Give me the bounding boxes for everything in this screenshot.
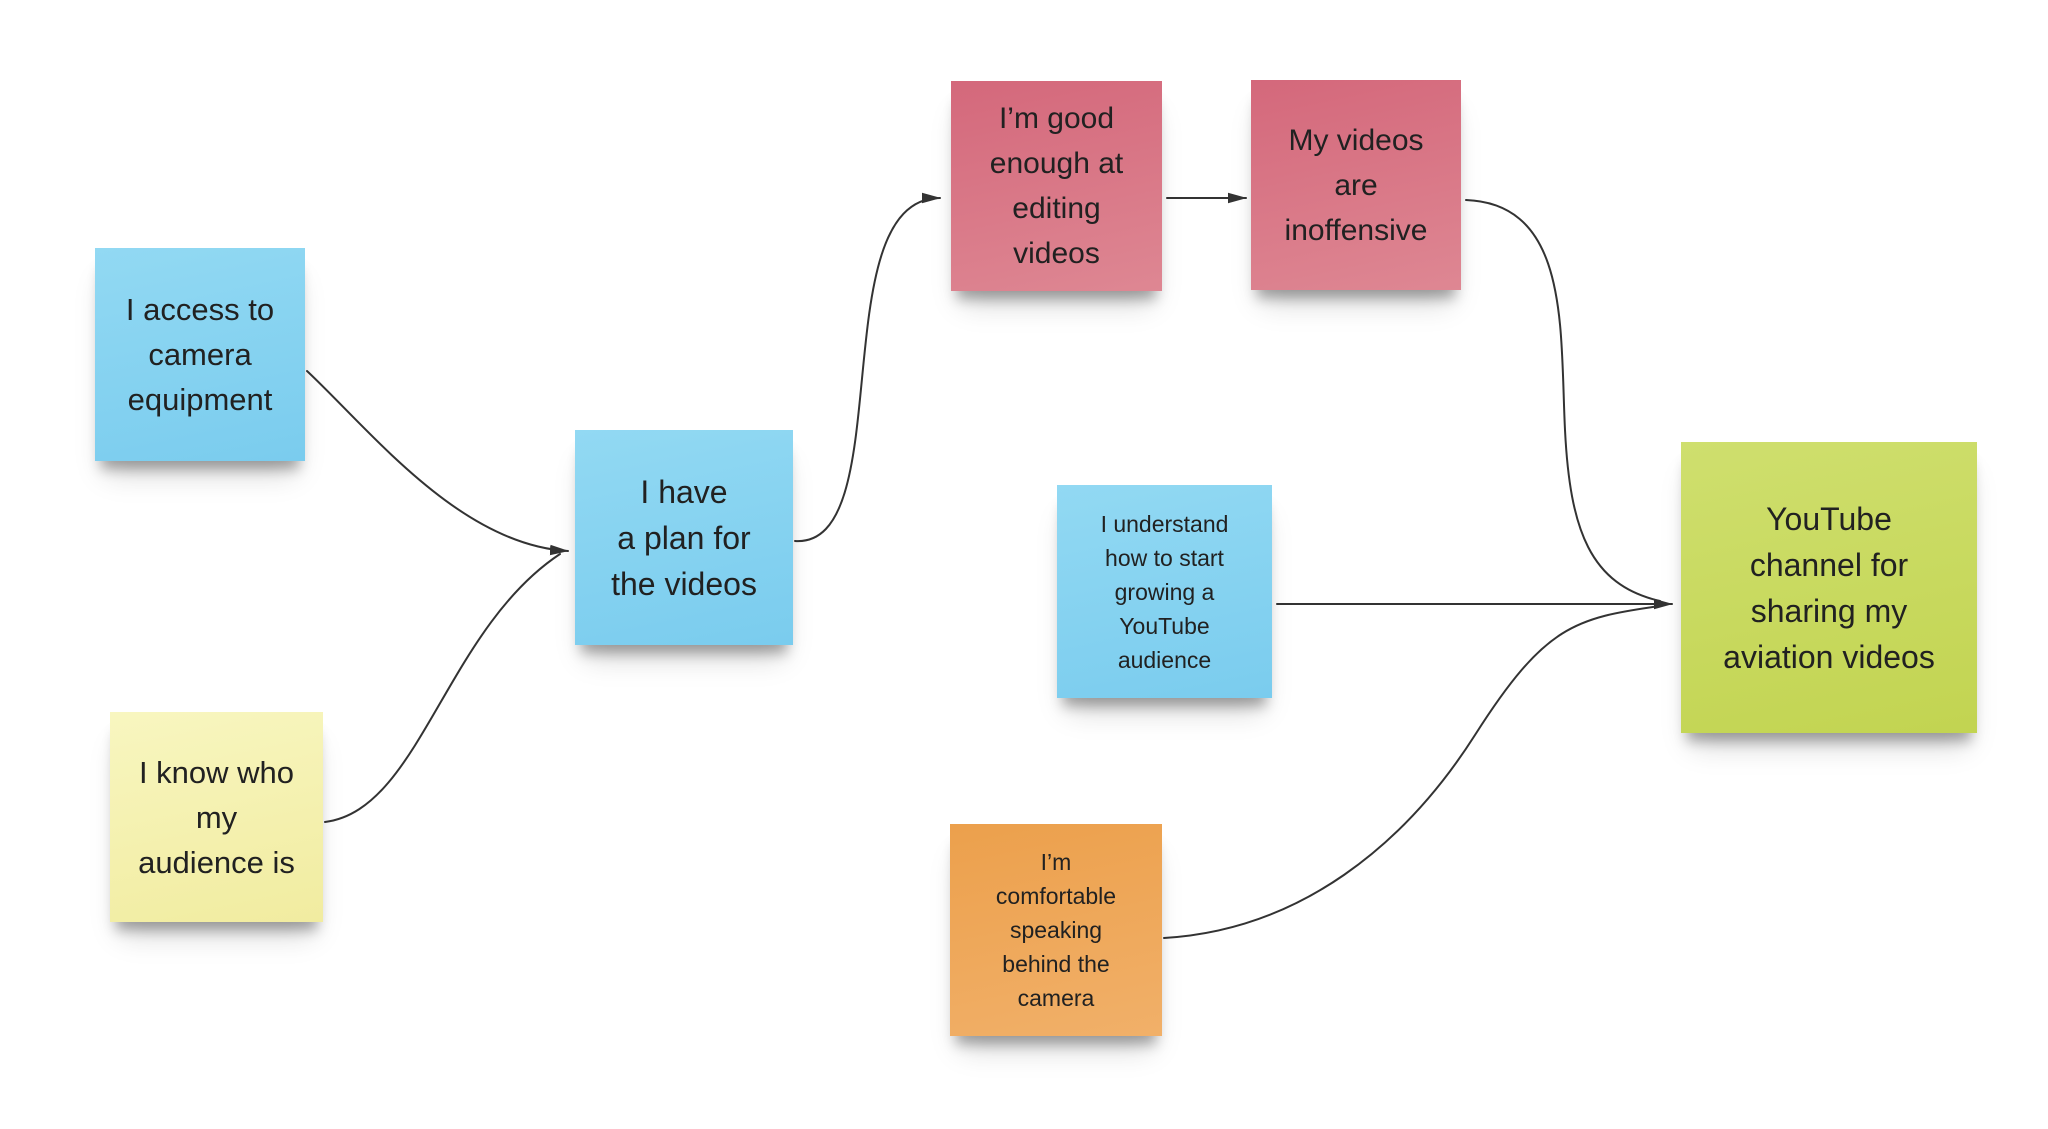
connector-inoffensive-to-goal-channel[interactable] bbox=[1465, 199, 1661, 602]
connector-know-audience-to-video-plan[interactable] bbox=[324, 553, 561, 823]
sticky-note-text: I understand how to start growing a YouT… bbox=[1100, 510, 1229, 673]
sticky-note-know-audience[interactable]: I know who my audience is bbox=[110, 712, 323, 922]
sticky-note-text: I know who my audience is bbox=[138, 754, 295, 880]
sticky-note-text: I’m good enough at editing videos bbox=[989, 102, 1124, 270]
sticky-note-text: I access to camera equipment bbox=[125, 292, 275, 417]
connector-video-plan-to-editing-skills[interactable] bbox=[794, 192, 941, 543]
sticky-note-camera-speaking[interactable]: I’m comfortable speaking behind the came… bbox=[950, 824, 1162, 1036]
sticky-note-text: I’m comfortable speaking behind the came… bbox=[995, 849, 1117, 1011]
sticky-note-text: I have a plan for the videos bbox=[611, 473, 757, 602]
sticky-note-camera-equipment[interactable]: I access to camera equipment bbox=[95, 248, 305, 461]
sticky-note-youtube-growth[interactable]: I understand how to start growing a YouT… bbox=[1057, 485, 1272, 698]
sticky-note-inoffensive[interactable]: My videos are inoffensive bbox=[1251, 80, 1461, 290]
connector-camera-equipment-to-video-plan[interactable] bbox=[306, 370, 569, 556]
sticky-note-video-plan[interactable]: I have a plan for the videos bbox=[575, 430, 793, 645]
sticky-note-editing-skills[interactable]: I’m good enough at editing videos bbox=[951, 81, 1162, 291]
sticky-note-text: YouTube channel for sharing my aviation … bbox=[1723, 500, 1935, 675]
sticky-note-text: My videos are inoffensive bbox=[1284, 123, 1428, 247]
sticky-note-goal-channel[interactable]: YouTube channel for sharing my aviation … bbox=[1681, 442, 1977, 733]
connector-camera-speaking-to-goal-channel[interactable] bbox=[1163, 605, 1661, 939]
